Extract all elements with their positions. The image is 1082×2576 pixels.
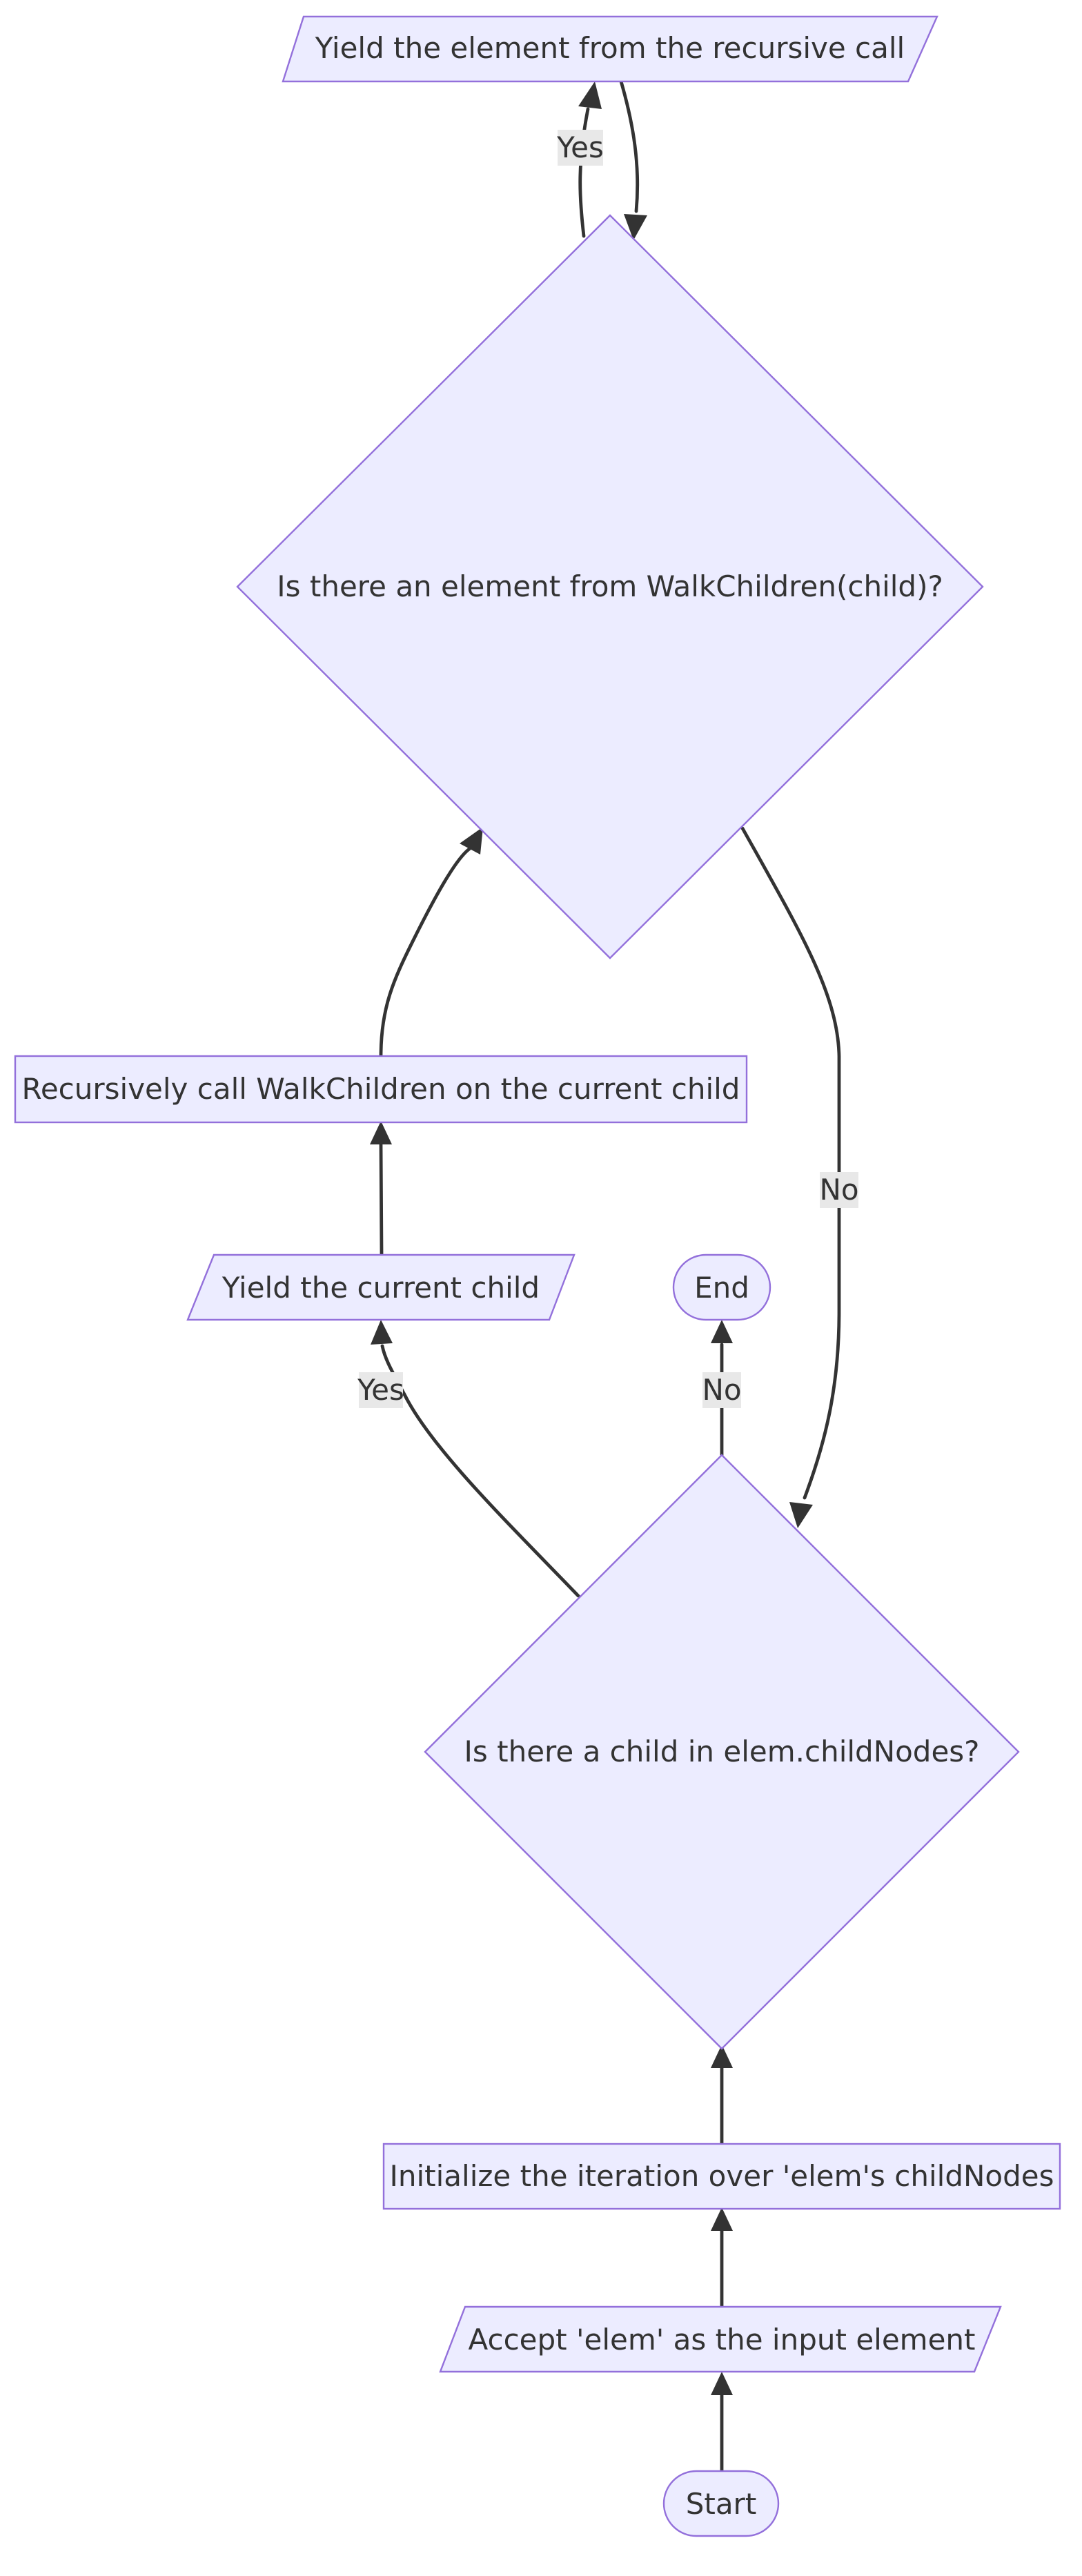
edge-label-no-end: No bbox=[702, 1372, 742, 1408]
arrowhead-child-decision-to-end bbox=[711, 1320, 733, 1343]
node-start-shape bbox=[662, 2470, 780, 2537]
node-recursive-call-shape bbox=[14, 1055, 748, 1124]
arrowhead-accept-input-to-init-iteration bbox=[711, 2207, 733, 2231]
edge-recursive-call-to-recursive-decision bbox=[379, 847, 471, 1058]
node-accept-input-label: Accept 'elem' as the input element bbox=[468, 2323, 975, 2357]
arrowhead-init-iteration-to-child-decision bbox=[711, 2045, 733, 2068]
node-child-decision-shape bbox=[424, 1454, 1020, 2050]
node-end-label: End bbox=[694, 1271, 749, 1305]
node-child-decision: Is there a child in elem.childNodes? bbox=[424, 1454, 1020, 2050]
node-init-iteration-shape bbox=[382, 2143, 1061, 2210]
node-accept-input-shape bbox=[439, 2305, 1002, 2373]
edge-child-decision-to-yield-child bbox=[380, 1344, 580, 1598]
arrowhead-yield-child-to-recursive-call bbox=[370, 1121, 392, 1144]
edge-label-no-recursive-text: No bbox=[819, 1173, 858, 1207]
edge-yield-recursive-to-recursive-decision bbox=[619, 79, 640, 213]
node-yield-child-label: Yield the current child bbox=[222, 1271, 540, 1305]
edges bbox=[370, 79, 841, 2473]
node-start: Start bbox=[662, 2470, 780, 2537]
edge-label-yes-child-text: Yes bbox=[357, 1373, 404, 1407]
edge-label-no-recursive: No bbox=[819, 1172, 859, 1208]
edge-label-yes-recursive-text: Yes bbox=[556, 130, 604, 164]
arrowhead-recursive-call-to-recursive-decision bbox=[460, 827, 483, 855]
arrowhead-yield-recursive-to-recursive-decision bbox=[624, 214, 647, 240]
arrowhead-child-decision-to-yield-child bbox=[371, 1320, 393, 1345]
node-start-label: Start bbox=[686, 2487, 757, 2521]
node-recursive-call-label: Recursively call WalkChildren on the cur… bbox=[22, 1072, 740, 1106]
edge-label-yes-child: Yes bbox=[357, 1372, 404, 1408]
edge-recursive-decision-to-yield-recursive bbox=[578, 107, 590, 238]
node-child-decision-label: Is there a child in elem.childNodes? bbox=[464, 1735, 980, 1768]
nodes: Yield the element from the recursive cal… bbox=[14, 15, 1061, 2537]
node-recursive-decision: Is there an element from WalkChildren(ch… bbox=[236, 214, 984, 959]
node-yield-recursive-label: Yield the element from the recursive cal… bbox=[315, 31, 905, 65]
node-yield-recursive: Yield the element from the recursive cal… bbox=[282, 15, 938, 83]
arrowhead-start-to-accept-input bbox=[711, 2372, 733, 2395]
edge-label-no-end-text: No bbox=[702, 1373, 741, 1407]
arrowhead-recursive-decision-to-child-decision bbox=[789, 1502, 813, 1528]
node-recursive-call: Recursively call WalkChildren on the cur… bbox=[14, 1055, 748, 1124]
edge-yield-child-to-recursive-call bbox=[379, 1142, 384, 1257]
node-recursive-decision-label: Is there an element from WalkChildren(ch… bbox=[277, 569, 943, 603]
edge-label-yes-recursive: Yes bbox=[556, 130, 604, 166]
node-end: End bbox=[672, 1253, 771, 1321]
edge-recursive-decision-to-child-decision bbox=[740, 826, 841, 1500]
node-end-shape bbox=[672, 1253, 771, 1321]
node-yield-child: Yield the current child bbox=[186, 1253, 576, 1321]
arrowhead-recursive-decision-to-yield-recursive bbox=[578, 81, 602, 109]
node-recursive-decision-shape bbox=[236, 214, 984, 959]
node-init-iteration-label: Initialize the iteration over 'elem's ch… bbox=[390, 2159, 1054, 2193]
node-accept-input: Accept 'elem' as the input element bbox=[439, 2305, 1002, 2373]
node-yield-child-shape bbox=[186, 1253, 576, 1321]
edge-labels: Yes No Yes No bbox=[357, 130, 859, 1408]
node-yield-recursive-shape bbox=[282, 15, 938, 83]
node-init-iteration: Initialize the iteration over 'elem's ch… bbox=[382, 2143, 1061, 2210]
